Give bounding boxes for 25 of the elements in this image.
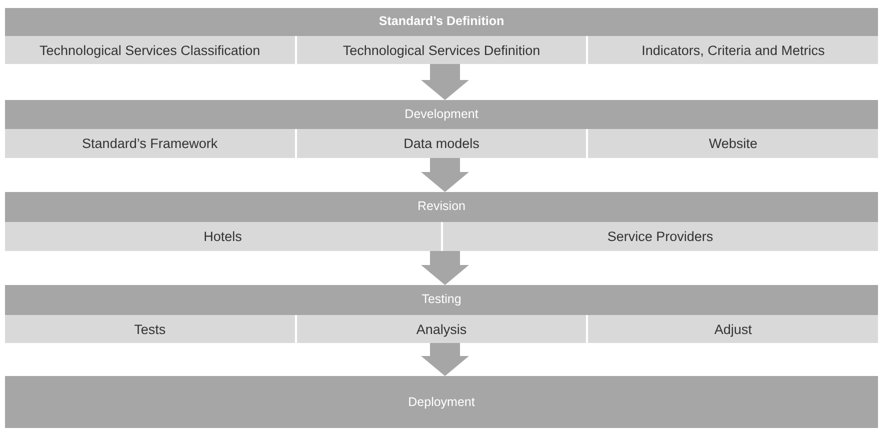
task-box: Data models (296, 129, 586, 158)
block-arrow (421, 343, 469, 376)
task-box: Tests (5, 315, 295, 343)
stage-band (5, 8, 878, 64)
task-box: Standard’s Framework (5, 129, 295, 158)
task-box: Analysis (296, 315, 586, 343)
block-arrow (421, 158, 469, 192)
block-arrow (421, 251, 469, 285)
stage-band (5, 100, 878, 158)
task-box: Technological Services Classification (5, 36, 295, 64)
task-box: Website (588, 129, 878, 158)
task-box: Technological Services Definition (296, 36, 586, 64)
stage-band (5, 376, 878, 428)
stage-band (5, 192, 878, 251)
stage-title: Standard’s Definition (378, 14, 504, 28)
task-box: Adjust (588, 315, 878, 343)
task-box: Hotels (5, 222, 440, 251)
stage-title: Development (404, 106, 478, 120)
stage-title: Testing (422, 292, 462, 306)
task-box: Indicators, Criteria and Metrics (588, 36, 878, 64)
task-box: Service Providers (442, 222, 878, 251)
stage-title: Deployment (408, 395, 475, 409)
block-arrow (421, 64, 469, 100)
stage-band (5, 285, 878, 343)
stage-title: Revision (418, 199, 466, 213)
